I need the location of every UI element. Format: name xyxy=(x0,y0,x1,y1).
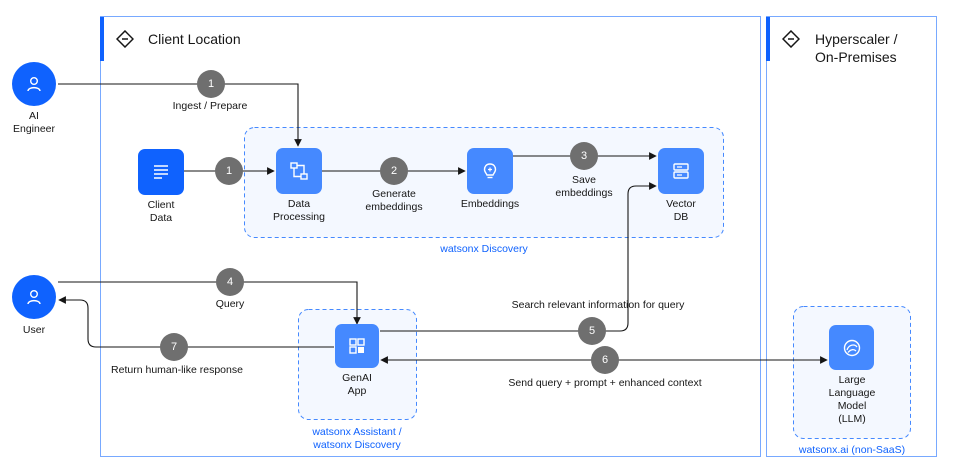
step-2-badge: 2 xyxy=(380,157,408,185)
client-location-zone xyxy=(100,16,761,457)
step-1-ingest-badge: 1 xyxy=(197,70,225,98)
step-4-label: Query xyxy=(215,298,245,310)
location-diamond-icon xyxy=(782,30,800,48)
step-6-badge: 6 xyxy=(591,346,619,374)
lightbulb-icon xyxy=(483,163,497,179)
embeddings-label: Embeddings xyxy=(460,198,520,210)
genai-app-label: GenAI App xyxy=(342,372,372,397)
step-1-data-badge: 1 xyxy=(215,157,243,185)
embeddings-node[interactable] xyxy=(467,148,513,194)
location-diamond-icon xyxy=(116,30,134,48)
client-zone-accent xyxy=(100,17,104,61)
hyperscaler-zone xyxy=(766,16,937,457)
ai-engineer-label: AI Engineer xyxy=(12,110,56,135)
hyperscaler-zone-accent xyxy=(766,17,770,61)
client-data-label: Client Data xyxy=(147,199,175,224)
step-7-label: Return human-like response xyxy=(111,364,243,376)
step-3-label: Save embeddings xyxy=(555,174,613,199)
step-4-badge: 4 xyxy=(216,268,244,296)
document-list-icon xyxy=(154,165,168,179)
connector-ingest xyxy=(58,83,302,147)
connector-query xyxy=(58,281,361,325)
step-7-badge: 7 xyxy=(160,333,188,361)
watsonx-assistant-label: watsonx Assistant / watsonx Discovery xyxy=(312,426,402,451)
hyperscaler-zone-title: Hyperscaler / On-Premises xyxy=(815,31,898,65)
genai-app-node[interactable] xyxy=(335,324,379,368)
flow-icon xyxy=(290,162,308,180)
user-icon xyxy=(27,77,41,92)
step-5-label: Search relevant information for query xyxy=(511,299,685,311)
model-icon xyxy=(843,339,860,356)
user-label: User xyxy=(22,324,46,336)
step-6-label: Send query + prompt + enhanced context xyxy=(508,377,702,389)
llm-node[interactable] xyxy=(829,325,874,370)
watsonx-ai-label: watsonx.ai (non-SaaS) xyxy=(798,444,906,456)
connector-return xyxy=(58,296,334,348)
client-data-node[interactable] xyxy=(138,149,184,195)
watsonx-discovery-label: watsonx Discovery xyxy=(440,243,528,255)
step-3-badge: 3 xyxy=(570,142,598,170)
watsonx-ai-group xyxy=(793,306,911,439)
step-5-badge: 5 xyxy=(578,317,606,345)
llm-label: Large Language Model (LLM) xyxy=(828,374,876,425)
database-icon xyxy=(673,163,689,179)
vector-db-label: Vector DB xyxy=(666,198,696,223)
user-icon xyxy=(27,290,41,305)
app-grid-icon xyxy=(349,338,365,354)
client-zone-title: Client Location xyxy=(148,31,241,47)
ai-engineer-actor[interactable] xyxy=(12,62,56,106)
step-1-ingest-label: Ingest / Prepare xyxy=(172,100,248,112)
data-processing-label: Data Processing xyxy=(273,198,325,223)
vector-db-node[interactable] xyxy=(658,148,704,194)
user-actor[interactable] xyxy=(12,275,56,319)
data-processing-node[interactable] xyxy=(276,148,322,194)
step-2-label: Generate embeddings xyxy=(365,188,423,213)
connector-search xyxy=(380,182,657,332)
